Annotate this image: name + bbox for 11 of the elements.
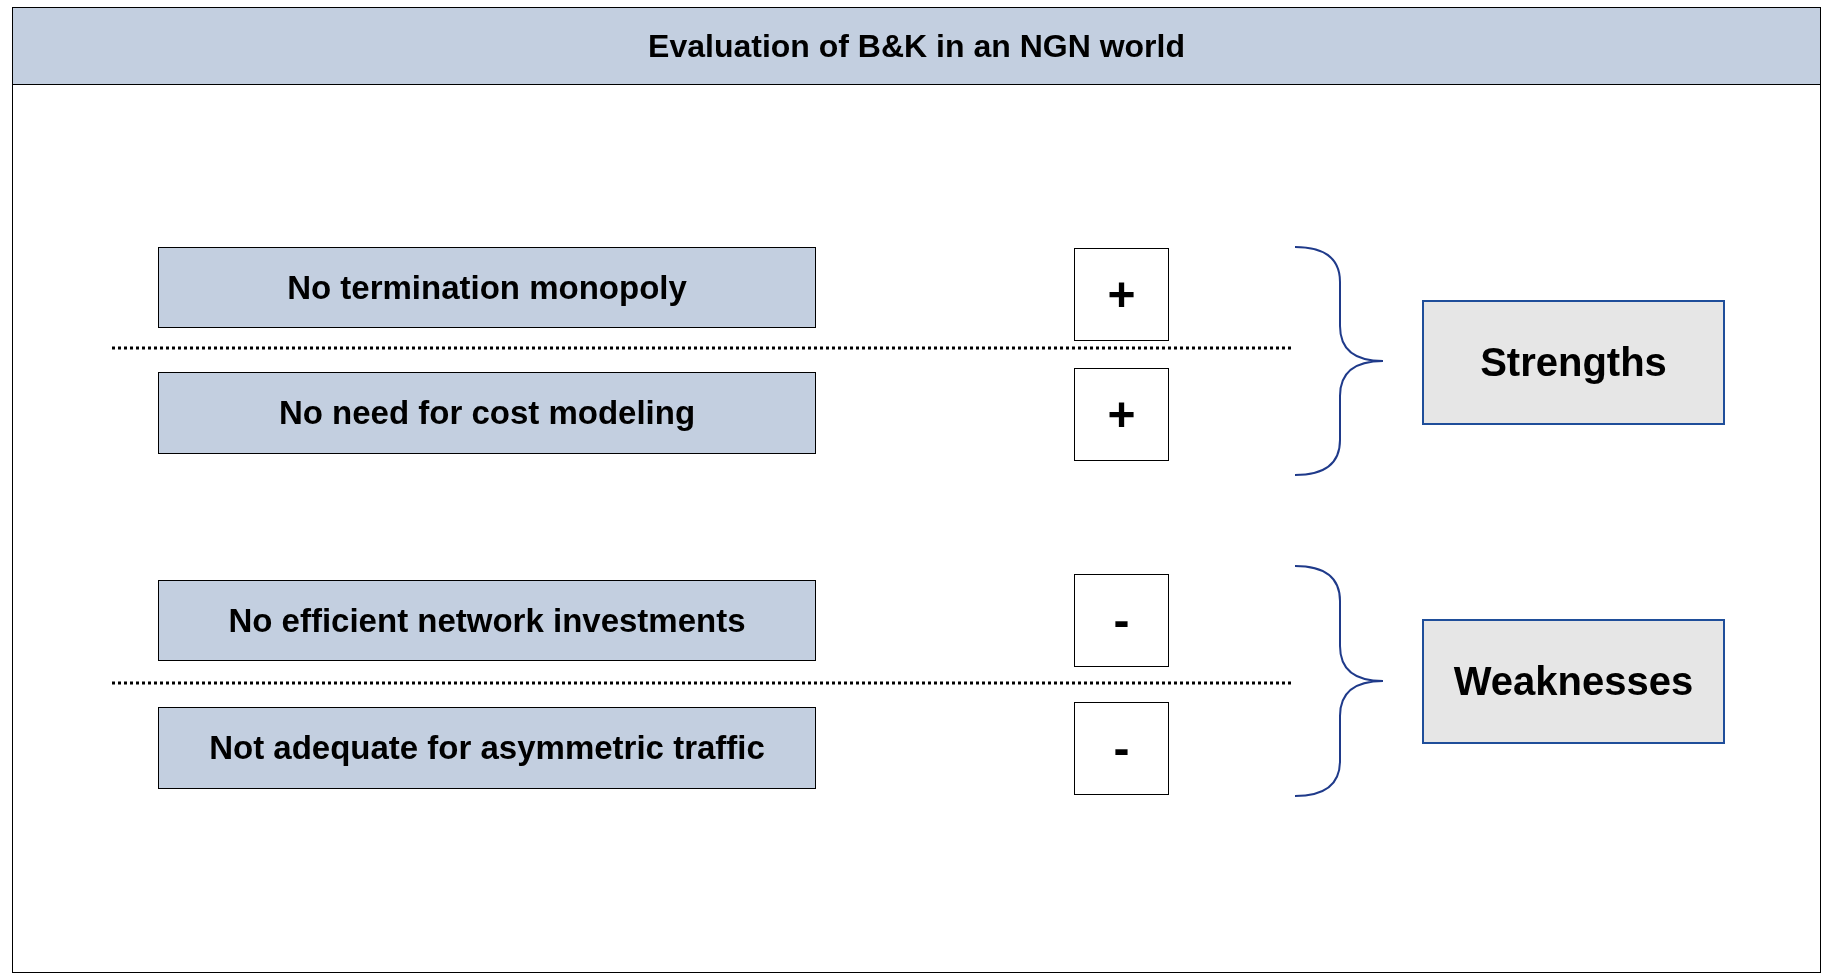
category-box: Strengths — [1422, 300, 1725, 425]
sign-box: - — [1074, 574, 1169, 667]
statement-box: No efficient network investments — [158, 580, 816, 661]
statement-box: Not adequate for asymmetric traffic — [158, 707, 816, 789]
statement-box: No termination monopoly — [158, 247, 816, 328]
sign-box: + — [1074, 368, 1169, 461]
statement-box: No need for cost modeling — [158, 372, 816, 454]
category-box: Weaknesses — [1422, 619, 1725, 744]
sign-box: - — [1074, 702, 1169, 795]
sign-box: + — [1074, 248, 1169, 341]
title-bar: Evaluation of B&K in an NGN world — [13, 8, 1820, 85]
